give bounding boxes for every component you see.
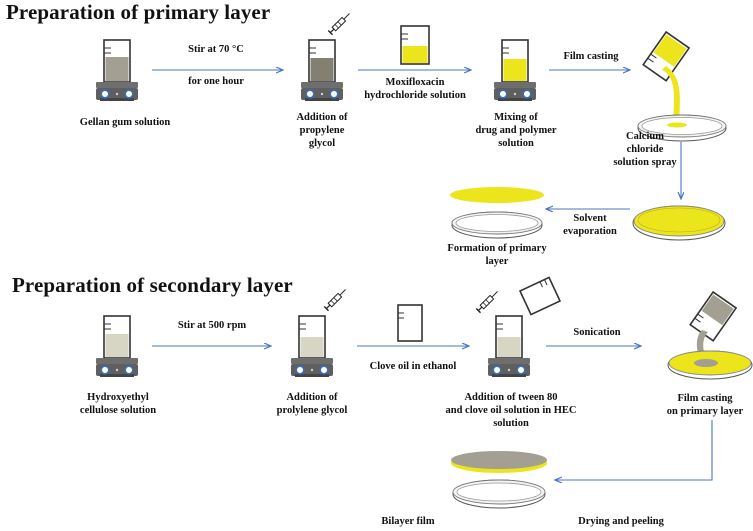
solvent-evaporation-label: Solvent evaporation [555, 212, 625, 238]
gellan-gum-label: Gellan gum solution [79, 117, 171, 128]
propylene-glycol-label: Addition of propylene glycol [287, 111, 357, 150]
tween-line-3: solution [493, 418, 529, 429]
formation-line-2: layer [485, 256, 509, 267]
drying-peeling-label: Drying and peeling [578, 516, 664, 527]
propylene-line-1: Addition of [296, 112, 348, 123]
mixing-line-3: solution [498, 138, 534, 149]
yellow-film-dish-icon [632, 205, 726, 241]
mixing-stirrer-icon [493, 39, 537, 102]
casting-on-primary-label: Film casting on primary layer [660, 392, 750, 418]
casting-petri-dish-icon [637, 114, 727, 142]
primary-layer-film-icon [450, 187, 544, 239]
calcium-spray-label: Calcium chloride solution spray [605, 130, 685, 169]
secondary-layer-title: Preparation of secondary layer [12, 273, 293, 297]
primary-formation-label: Formation of primary layer [437, 242, 557, 268]
bilayer-film-icon [451, 451, 547, 509]
prolylene-glycol-stirrer-icon [290, 315, 334, 378]
tween-line-2: and clove oil solution in HEC [445, 405, 577, 416]
casting-line-1: Film casting [677, 393, 733, 404]
syringe-icon [327, 10, 353, 36]
casting-line-2: on primary layer [666, 406, 744, 417]
prolylene-line-2: prolylene glycol [276, 405, 348, 416]
clove-oil-beaker-icon [397, 304, 423, 342]
film-casting-label: Film casting [563, 51, 619, 62]
spray-line-1: Calcium [626, 131, 664, 142]
mixing-line-1: Mixing of [494, 112, 538, 123]
moxi-line-1: Moxifloxacin [385, 77, 445, 88]
formation-line-1: Formation of primary [447, 243, 547, 254]
primary-layer-title: Preparation of primary layer [6, 0, 271, 24]
evaporation-line-2: evaporation [563, 226, 617, 237]
sonication-label: Sonication [573, 327, 621, 338]
pouring-beaker-icon [642, 30, 691, 82]
tween-stirrer-icon [487, 315, 531, 378]
propylene-glycol-stirrer-icon [300, 39, 344, 102]
propylene-line-3: glycol [308, 138, 336, 149]
spray-line-3: solution spray [613, 157, 677, 168]
syringe-icon [475, 288, 501, 314]
moxi-line-2: hydrochloride solution [364, 90, 466, 101]
moxifloxacin-beaker-icon [400, 25, 430, 65]
prolylene-line-1: Addition of [286, 392, 338, 403]
moxifloxacin-label: Moxifloxacin hydrochloride solution [352, 76, 478, 102]
gellan-gum-stirrer-icon [95, 39, 139, 102]
hec-label: Hydroxyethyl cellulose solution [72, 391, 164, 417]
mixing-line-2: drug and polymer [475, 125, 557, 136]
stir-70-label: Stir at 70 °C [188, 44, 244, 55]
hec-stirrer-icon [95, 315, 139, 378]
tween-label: Addition of tween 80 and clove oil solut… [437, 391, 585, 430]
tween-line-1: Addition of tween 80 [464, 392, 558, 403]
yellow-pour-stream [662, 66, 680, 122]
clove-oil-label: Clove oil in ethanol [369, 361, 457, 372]
bilayer-film-label: Bilayer film [381, 516, 435, 527]
tilted-beaker-icon [518, 276, 562, 316]
evaporation-line-1: Solvent [573, 213, 607, 224]
syringe-icon [323, 286, 349, 312]
arrow-drying-peeling [555, 420, 713, 480]
prolylene-glycol-label: Addition of prolylene glycol [262, 391, 362, 417]
stir-500-label: Stir at 500 rpm [177, 320, 247, 331]
mixing-label: Mixing of drug and polymer solution [466, 111, 566, 150]
hec-line-2: cellulose solution [79, 405, 157, 416]
spray-line-2: chloride [626, 144, 664, 155]
propylene-line-2: propylene [299, 125, 345, 136]
pouring-beaker-gray-icon [689, 290, 738, 342]
stir-duration-label: for one hour [188, 76, 244, 87]
casting-secondary-dish-icon [667, 350, 753, 380]
hec-line-1: Hydroxyethyl [87, 392, 149, 403]
